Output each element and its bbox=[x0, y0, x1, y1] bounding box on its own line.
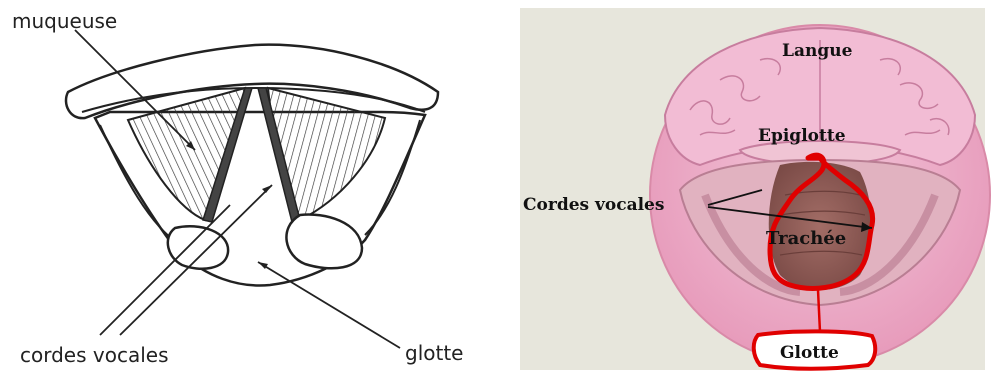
label-cordes-vocales-right: Cordes vocales bbox=[523, 195, 664, 215]
label-muqueuse: muqueuse bbox=[12, 9, 117, 33]
label-epiglotte: Epiglotte bbox=[758, 126, 846, 146]
top-rim bbox=[66, 45, 438, 118]
label-cordes-vocales-left: cordes vocales bbox=[20, 343, 169, 367]
left-larynx-drawing: muqueuse cordes vocales glotte bbox=[12, 9, 463, 367]
right-larynx-illustration: Langue Epiglotte Cordes vocales Trachée … bbox=[520, 8, 990, 370]
label-langue: Langue bbox=[782, 41, 853, 61]
label-glotte-right: Glotte bbox=[780, 343, 839, 363]
label-trachee: Trachée bbox=[766, 228, 846, 249]
label-glotte-left: glotte bbox=[405, 341, 463, 365]
